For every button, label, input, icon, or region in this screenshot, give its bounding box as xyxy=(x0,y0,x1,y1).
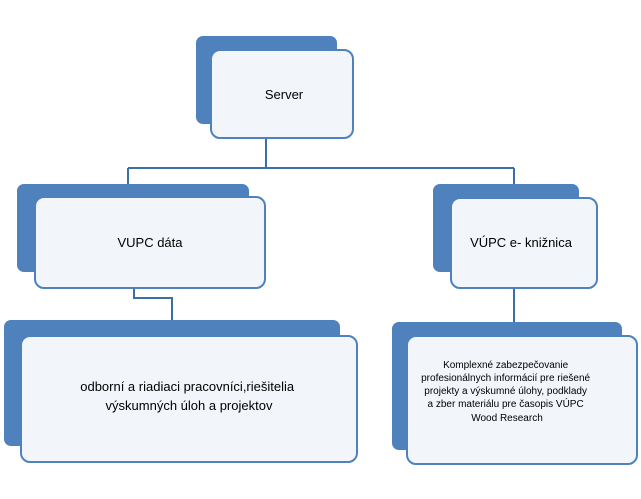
library-desc-text: Komplexné zabezpečovanie profesionálnych… xyxy=(421,360,593,424)
library-desc-line-4: a zber materiálu pre časopis VÚPC xyxy=(428,397,584,410)
library-desc-line-1: Komplexné zabezpečovanie xyxy=(443,360,569,371)
server-box xyxy=(210,49,354,139)
vupc-library-box xyxy=(450,197,598,289)
vupc-data-box xyxy=(34,196,266,289)
staff-node: odborní a riadiaci pracovníci,riešitelia… xyxy=(4,320,358,463)
library-desc-box xyxy=(406,335,638,465)
server-node: Server xyxy=(196,36,354,139)
server-label: Server xyxy=(265,87,304,102)
vupc-library-label: VÚPC e- knižnica xyxy=(470,235,573,250)
library-desc-node: Komplexné zabezpečovanie profesionálnych… xyxy=(392,322,638,465)
staff-line-2: výskumných úloh a projektov xyxy=(106,398,273,413)
library-desc-line-5: Wood Research xyxy=(471,413,543,424)
staff-text: odborní a riadiaci pracovníci,riešitelia… xyxy=(80,379,298,413)
vupc-data-label: VUPC dáta xyxy=(117,235,183,250)
library-desc-line-3: projekty a výskumné úlohy, podklady xyxy=(424,386,587,397)
vupc-data-node: VUPC dáta xyxy=(17,184,266,289)
vupc-library-node: VÚPC e- knižnica xyxy=(433,184,598,289)
staff-line-1: odborní a riadiaci pracovníci,riešitelia xyxy=(80,379,295,394)
library-desc-line-2: profesionálnych informácií pre riešené xyxy=(421,373,590,384)
staff-box xyxy=(20,335,358,463)
